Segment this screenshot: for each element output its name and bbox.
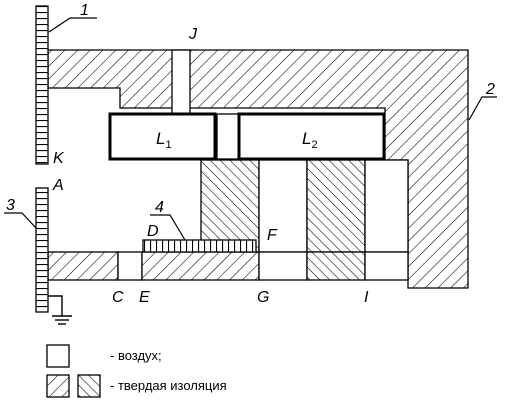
bottom-strip-air-i [364, 251, 409, 281]
solid-block-right [306, 159, 366, 253]
label-ref-1: 1 [80, 2, 89, 19]
solid-block-left [200, 159, 260, 253]
label-g: G [257, 289, 269, 306]
bottom-strip-solid-3 [306, 251, 366, 281]
bottom-strip-air-c [117, 251, 143, 281]
label-k: K [53, 150, 65, 167]
air-gap-j [171, 49, 191, 115]
ground-icon [48, 295, 72, 325]
leader-3 [4, 212, 37, 229]
label-d: D [147, 223, 159, 240]
label-i: I [364, 289, 369, 306]
electrode-1 [35, 5, 49, 165]
leader-2 [468, 96, 497, 121]
bottom-strip-solid-1 [47, 251, 119, 281]
legend-air-text: - воздух; [110, 348, 162, 363]
bottom-strip-air-g [258, 251, 308, 281]
legend-solid-swatch-b [77, 374, 101, 398]
label-j: J [188, 26, 198, 43]
legend-air-swatch [46, 344, 70, 368]
air-gap-between-conductors [216, 113, 240, 160]
label-ref-3: 3 [6, 197, 15, 214]
conductor-l1 [108, 112, 217, 161]
air-block-i [364, 159, 409, 253]
label-ref-2: 2 [485, 81, 495, 98]
label-l2: L2 [302, 129, 318, 151]
label-f: F [267, 227, 278, 244]
label-c: C [112, 289, 124, 306]
label-a: A [52, 177, 64, 194]
bottom-strip-solid-2 [141, 251, 260, 281]
legend-solid-text: - твердая изоляция [110, 378, 227, 393]
electrode-3 [35, 187, 49, 313]
conductive-layer-4 [142, 239, 257, 253]
conductor-l2 [237, 112, 386, 161]
legend-solid-swatch-a [46, 374, 70, 398]
leader-4 [150, 214, 186, 241]
label-e: E [139, 289, 150, 306]
label-ref-4: 4 [155, 199, 164, 216]
label-l1: L1 [156, 129, 172, 151]
leader-1 [48, 17, 97, 33]
